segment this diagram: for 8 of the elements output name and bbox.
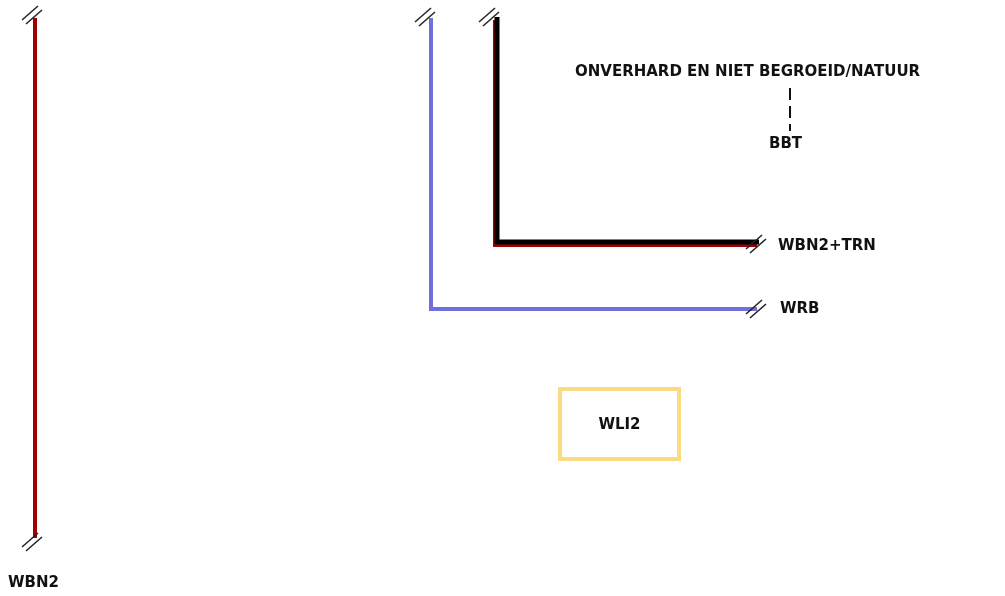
area-label: BBT [769, 134, 803, 152]
line-label: WBN2+TRN [778, 236, 876, 254]
area-label: ONVERHARD EN NIET BEGROEID/NATUUR [575, 62, 921, 80]
label-box [558, 387, 681, 461]
connector-line [789, 87, 791, 132]
box-label: WLI2 [598, 415, 641, 433]
line-label: WRB [780, 299, 820, 317]
line-label: WBN2 [8, 573, 59, 591]
